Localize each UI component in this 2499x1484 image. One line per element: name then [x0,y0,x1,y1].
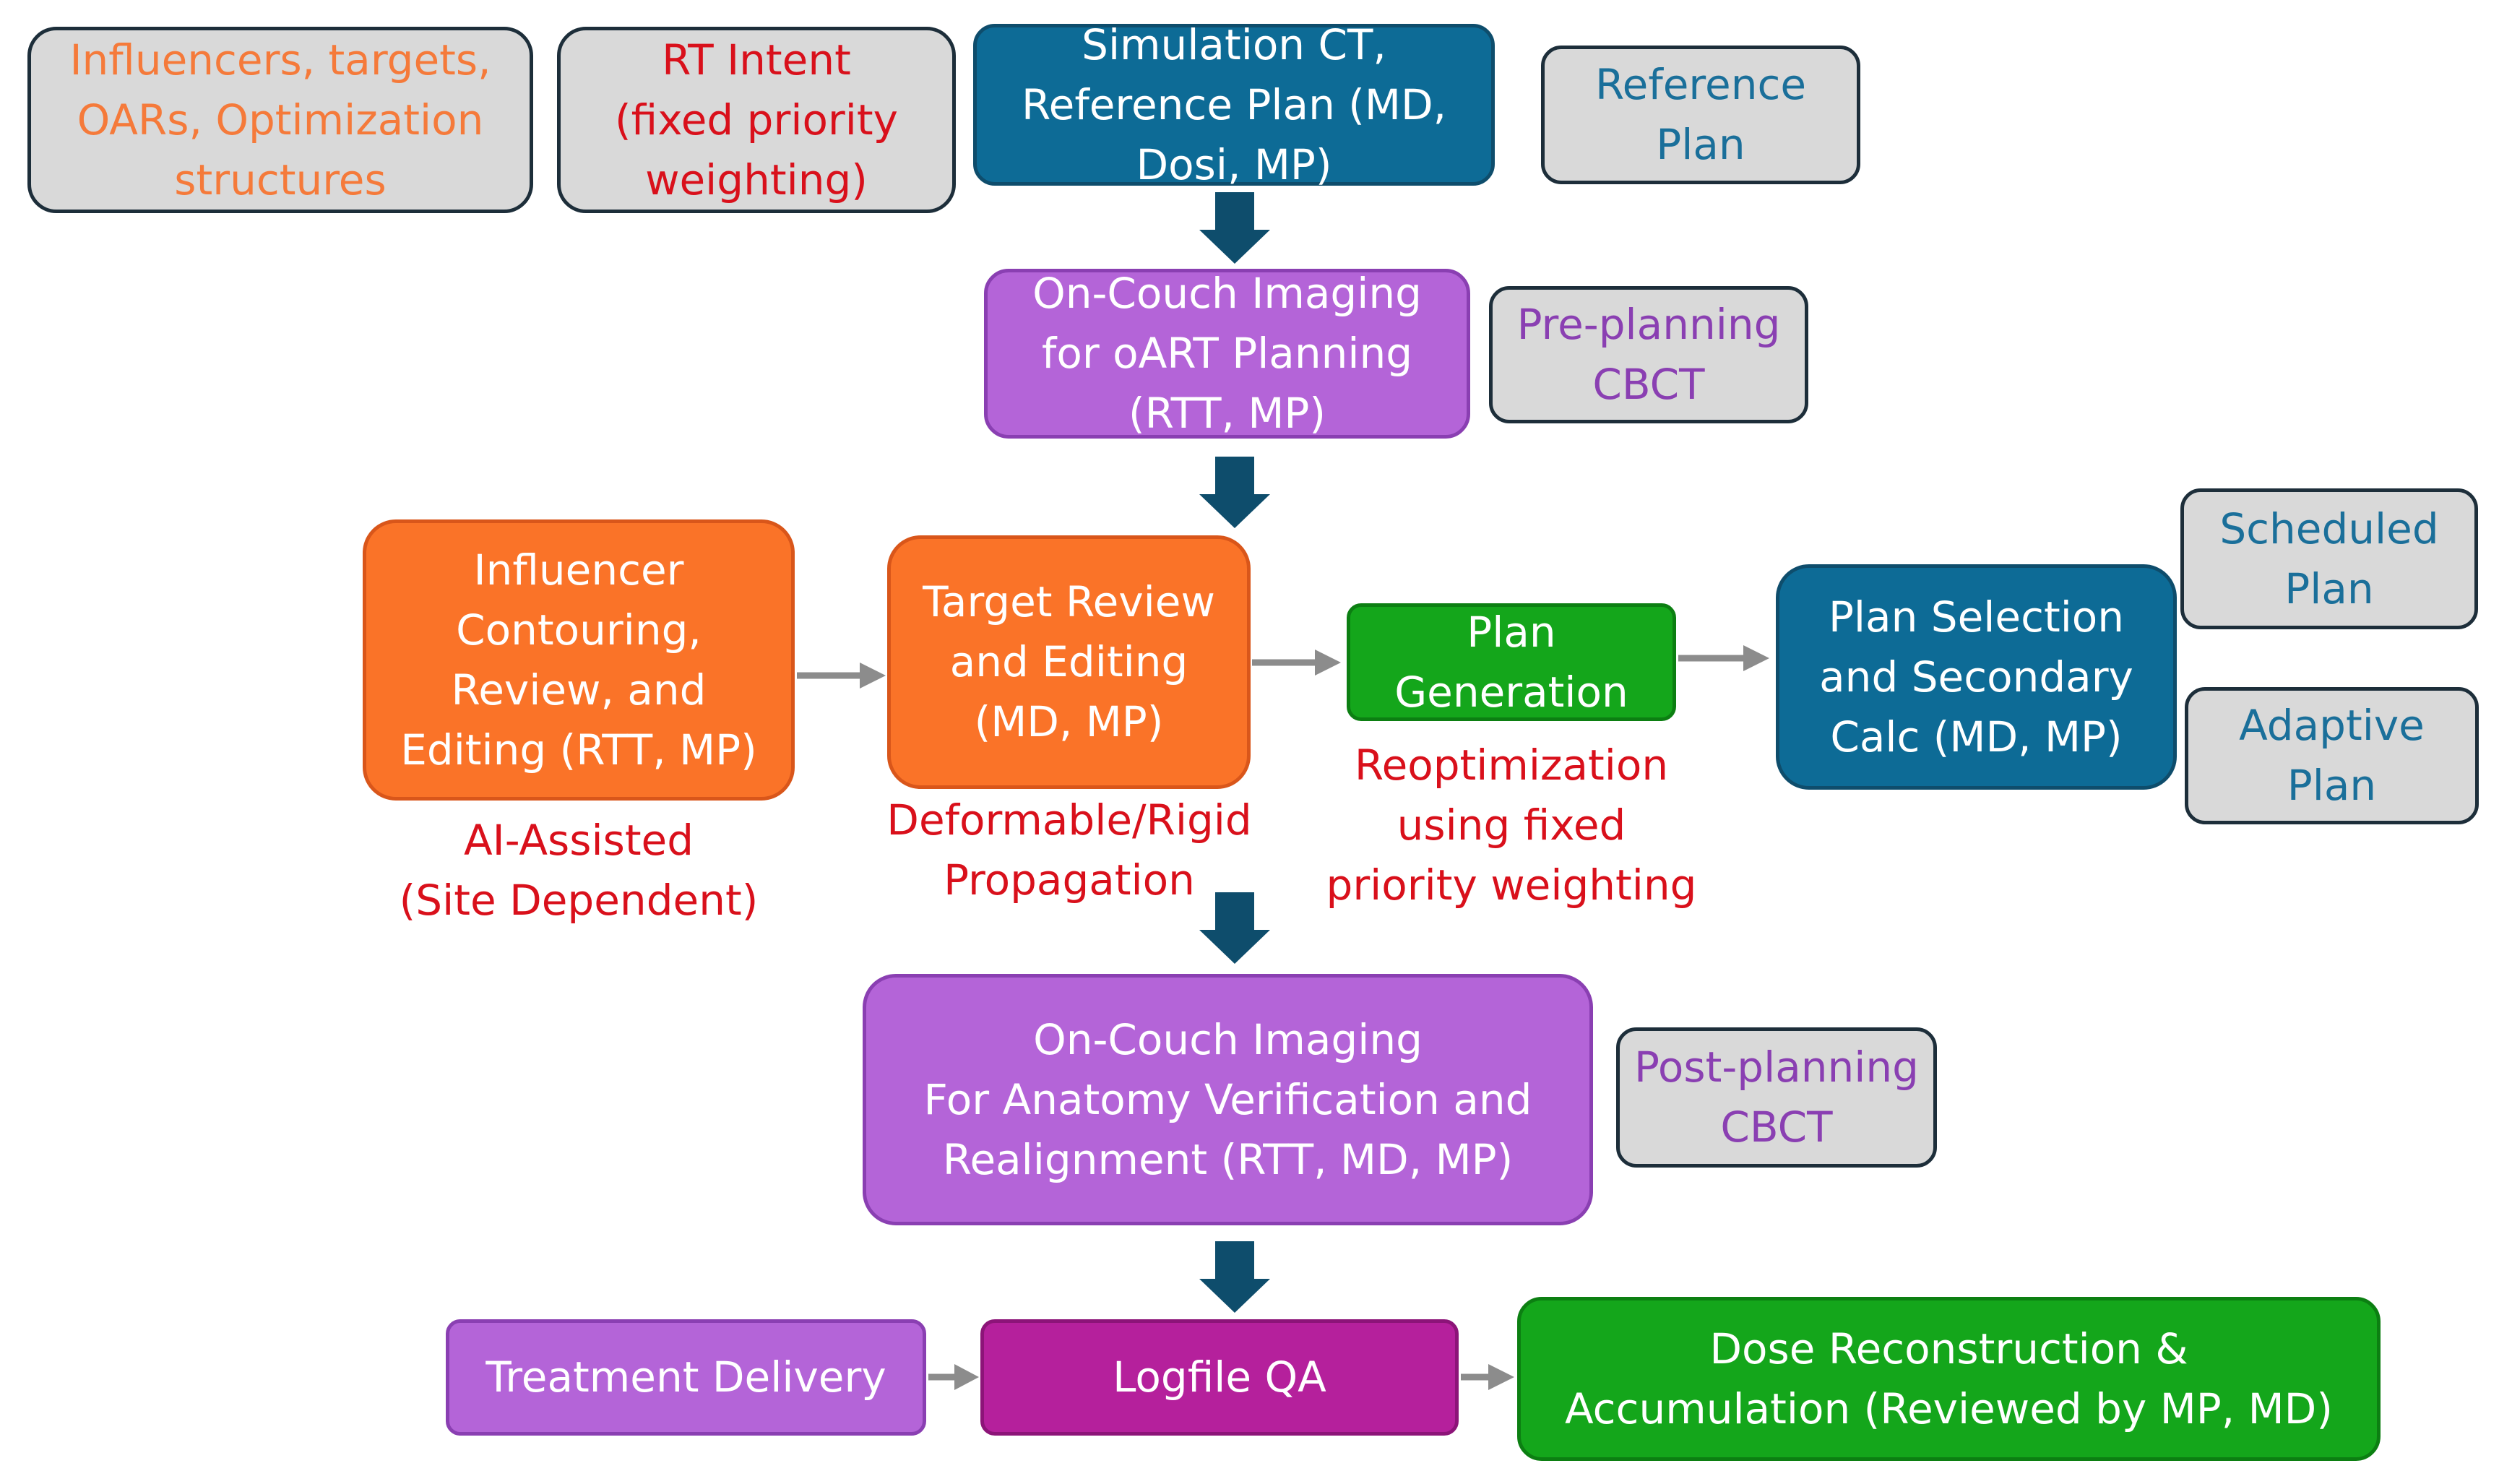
plan-selection-line-1: Plan Selection [1828,592,2125,642]
adaptive-plan-line-1: Adaptive [2239,701,2425,750]
rt-intent-line-1: RT Intent [662,35,851,85]
logfile-qa-label: Logfile QA [1113,1353,1326,1402]
imaging-post-line-2: For Anatomy Verification and [923,1074,1532,1124]
target-review-line-2: and Editing [949,637,1188,686]
treatment-delivery-box: Treatment Delivery [446,1319,926,1436]
influencers-line-2: OARs, Optimization [77,95,484,144]
influencers-line-3: structures [174,155,387,204]
influencers-targets-box: Influencers, targets, OARs, Optimization… [27,27,533,213]
down-arrow-imaging-to-review [1199,457,1270,528]
deformable-line-1: Deformable/Rigid [886,795,1252,845]
target-review-line-3: (MD, MP) [974,697,1164,746]
adaptive-plan-line-2: Plan [2287,761,2377,810]
down-arrow-simulation-to-imaging [1199,192,1270,264]
scheduled-plan-line-1: Scheduled [2219,504,2439,553]
side-arrow-contouring-to-target [797,663,886,689]
on-couch-imaging-verification-box: On-Couch Imaging For Anatomy Verificatio… [863,974,1593,1225]
pre-planning-line-2: CBCT [1592,360,1705,409]
imaging-post-line-1: On-Couch Imaging [1033,1014,1423,1064]
reference-plan-line-1: Reference [1594,60,1807,109]
reoptimization-line-2: using fixed [1397,801,1626,850]
plan-selection-line-3: Calc (MD, MP) [1830,712,2123,762]
target-review-line-1: Target Review [923,577,1215,626]
rt-intent-line-2: (fixed priority [615,95,898,144]
treatment-delivery-label: Treatment Delivery [485,1353,886,1402]
ai-assisted-line-1: AI-Assisted [463,816,694,865]
contouring-line-1: Influencer [473,545,684,595]
post-planning-line-1: Post-planning [1634,1043,1919,1092]
influencer-contouring-box: Influencer Contouring, Review, and Editi… [363,519,795,801]
rt-intent-line-3: weighting) [645,155,868,204]
dose-reconstruction-box: Dose Reconstruction & Accumulation (Revi… [1517,1297,2381,1461]
deformable-line-2: Propagation [944,855,1195,905]
reoptimization-note: Reoptimization using fixed priority weig… [1295,735,1728,915]
plan-selection-box: Plan Selection and Secondary Calc (MD, M… [1776,564,2177,790]
simulation-line-2: Reference Plan (MD, [1021,79,1447,129]
logfile-qa-box: Logfile QA [980,1319,1459,1436]
influencers-line-1: Influencers, targets, [69,35,491,85]
reference-plan-line-2: Plan [1656,120,1745,169]
simulation-line-3: Dosi, MP) [1136,139,1332,189]
plan-generation-box: Plan Generation [1347,603,1676,721]
side-arrow-delivery-to-logfile [928,1364,979,1390]
rt-intent-box: RT Intent (fixed priority weighting) [557,27,956,213]
side-arrow-generation-to-selection [1678,645,1769,671]
dose-reconstruction-line-2: Accumulation (Reviewed by MP, MD) [1565,1384,2333,1433]
contouring-line-2: Contouring, [456,605,702,655]
side-arrow-logfile-to-dose [1461,1364,1514,1390]
reoptimization-line-1: Reoptimization [1354,741,1669,790]
plan-generation-line-2: Generation [1394,667,1628,717]
post-planning-line-2: CBCT [1720,1103,1833,1152]
contouring-line-4: Editing (RTT, MP) [400,725,757,775]
down-arrow-post-imaging-to-logfile [1199,1241,1270,1313]
imaging-pre-line-2: for oART Planning [1041,329,1413,378]
dose-reconstruction-line-1: Dose Reconstruction & [1709,1324,2188,1373]
simulation-ct-box: Simulation CT, Reference Plan (MD, Dosi,… [973,20,1495,189]
imaging-pre-line-3: (RTT, MP) [1128,389,1326,438]
plan-selection-line-2: and Secondary [1819,652,2133,702]
scheduled-plan-line-2: Plan [2284,564,2374,613]
ai-assisted-line-2: (Site Dependent) [399,876,759,925]
deformable-propagation-note: Deformable/Rigid Propagation [853,790,1286,910]
target-review-box: Target Review and Editing (MD, MP) [887,535,1251,789]
reoptimization-line-3: priority weighting [1326,860,1697,910]
pre-planning-line-1: Pre-planning [1516,300,1781,349]
reference-plan-box: Reference Plan [1541,46,1860,184]
down-arrow-review-to-post-imaging [1199,892,1270,964]
post-planning-cbct-box: Post-planning CBCT [1616,1027,1937,1168]
plan-generation-line-1: Plan [1467,607,1556,657]
contouring-line-3: Review, and [451,665,707,715]
ai-assisted-note: AI-Assisted (Site Dependent) [363,811,795,931]
on-couch-imaging-planning-box: On-Couch Imaging for oART Planning (RTT,… [984,269,1470,439]
pre-planning-cbct-box: Pre-planning CBCT [1489,286,1808,423]
side-arrow-target-to-plan-generation [1252,650,1341,676]
scheduled-plan-box: Scheduled Plan [2180,488,2478,629]
imaging-post-line-3: Realignment (RTT, MD, MP) [942,1134,1514,1184]
imaging-pre-line-1: On-Couch Imaging [1032,269,1422,318]
simulation-line-1: Simulation CT, [1082,20,1386,69]
adaptive-plan-box: Adaptive Plan [2185,687,2479,824]
